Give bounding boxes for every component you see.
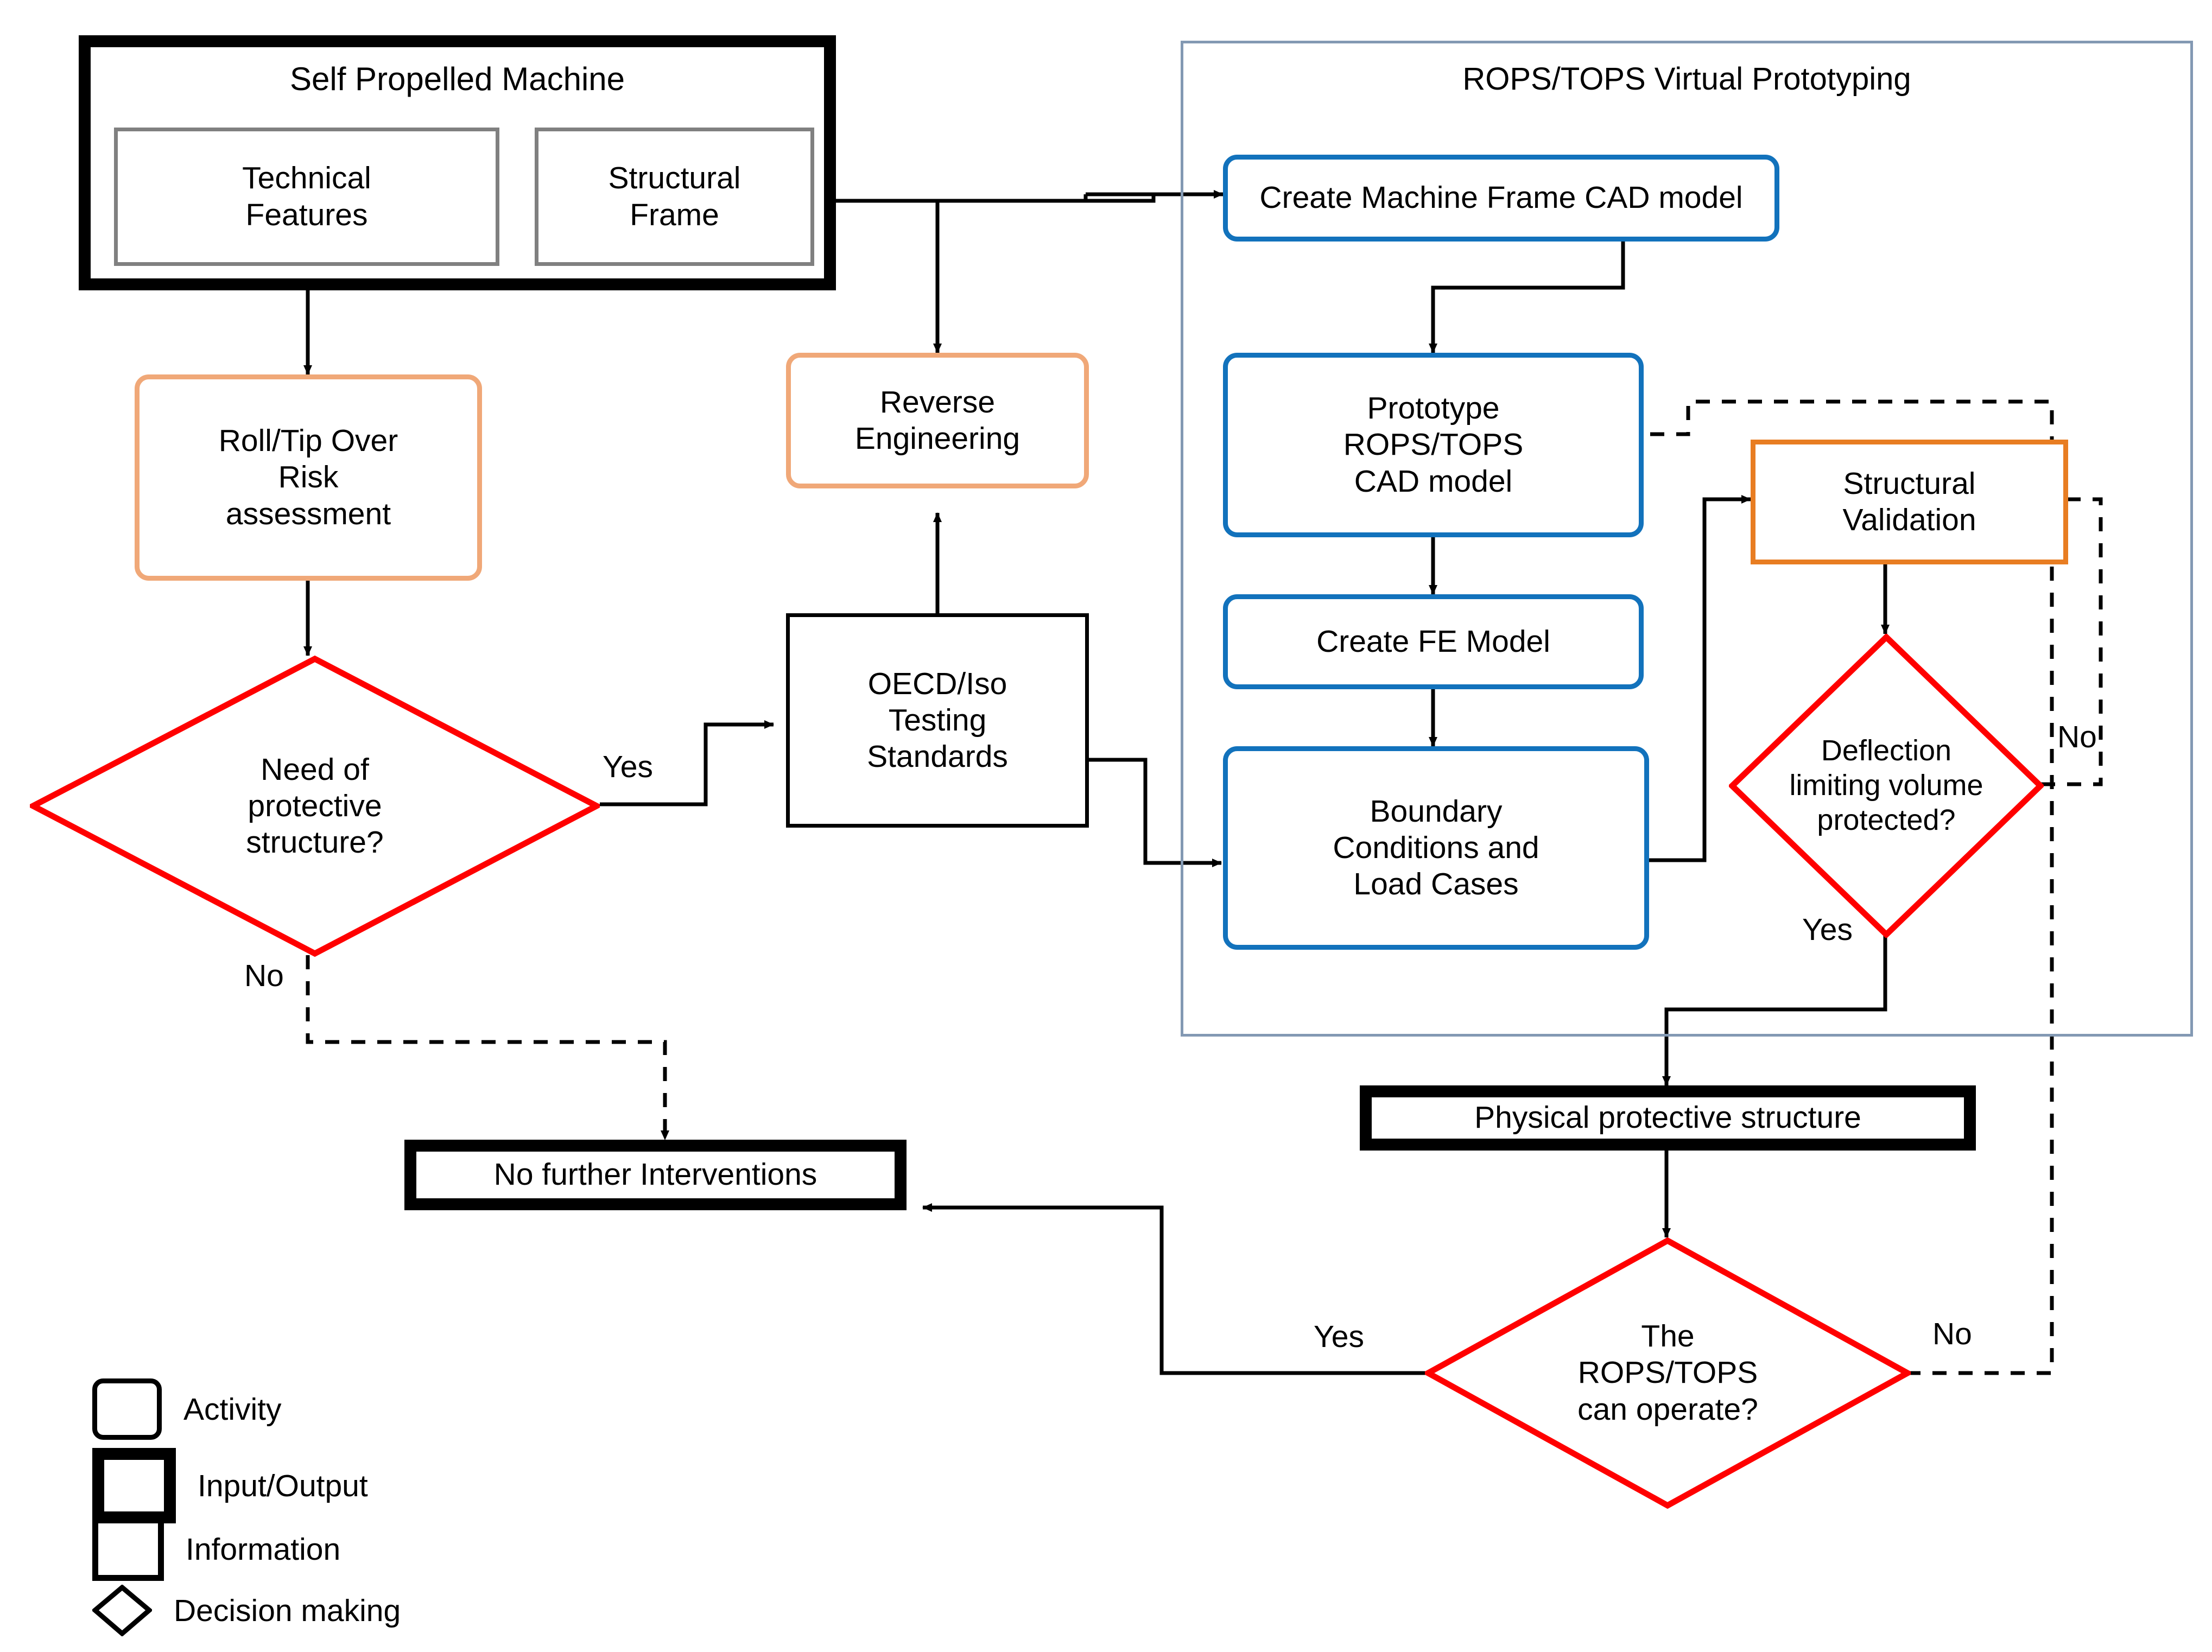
legend-label-decision-making: Decision making — [174, 1593, 401, 1628]
edge-need-no — [306, 955, 669, 1140]
node-label-no-further-interventions: No further Interventions — [493, 1157, 817, 1192]
node-physical-protective-structure[interactable]: Physical protective structure — [1360, 1085, 1976, 1151]
edge-label-deflection-no: No — [2057, 720, 2097, 754]
legend-label-input-output: Input/Output — [198, 1468, 368, 1503]
edge-label-deflection-yes: Yes — [1802, 912, 1853, 947]
decision-shape-icon — [91, 1584, 153, 1637]
node-create-machine-frame-cad-model[interactable]: Create Machine Frame CAD model — [1223, 155, 1779, 242]
group-title-rops-tops: ROPS/TOPS Virtual Prototyping — [1462, 61, 1911, 97]
node-label-create-machine-cad: Create Machine Frame CAD model — [1259, 180, 1743, 215]
node-create-fe-model[interactable]: Create FE Model — [1223, 594, 1644, 689]
legend-row-information: Information — [92, 1517, 340, 1581]
legend-row-input-output: Input/Output — [92, 1448, 368, 1523]
edge-label-need-no: No — [244, 958, 284, 993]
information-shape-icon — [92, 1517, 164, 1581]
input-output-shape-icon — [92, 1448, 176, 1523]
node-label-physical-protective-structure: Physical protective structure — [1474, 1100, 1861, 1135]
legend-label-information: Information — [186, 1532, 341, 1567]
node-no-further-interventions[interactable]: No further Interventions — [404, 1140, 907, 1210]
activity-shape-icon — [92, 1378, 162, 1440]
edge-label-operate-yes: Yes — [1314, 1319, 1364, 1354]
legend-row-activity: Activity — [92, 1378, 282, 1440]
group-title-self-propelled-machine: Self Propelled Machine — [289, 61, 625, 97]
edge-label-operate-no: No — [1932, 1317, 1972, 1351]
legend-label-activity: Activity — [183, 1392, 282, 1427]
legend: Activity Input/Output Information Decisi… — [91, 1378, 581, 1639]
legend-row-decision-making: Decision making — [91, 1584, 401, 1637]
node-label-create-fe-model: Create FE Model — [1316, 624, 1550, 659]
edge-label-need-yes: Yes — [603, 749, 653, 784]
